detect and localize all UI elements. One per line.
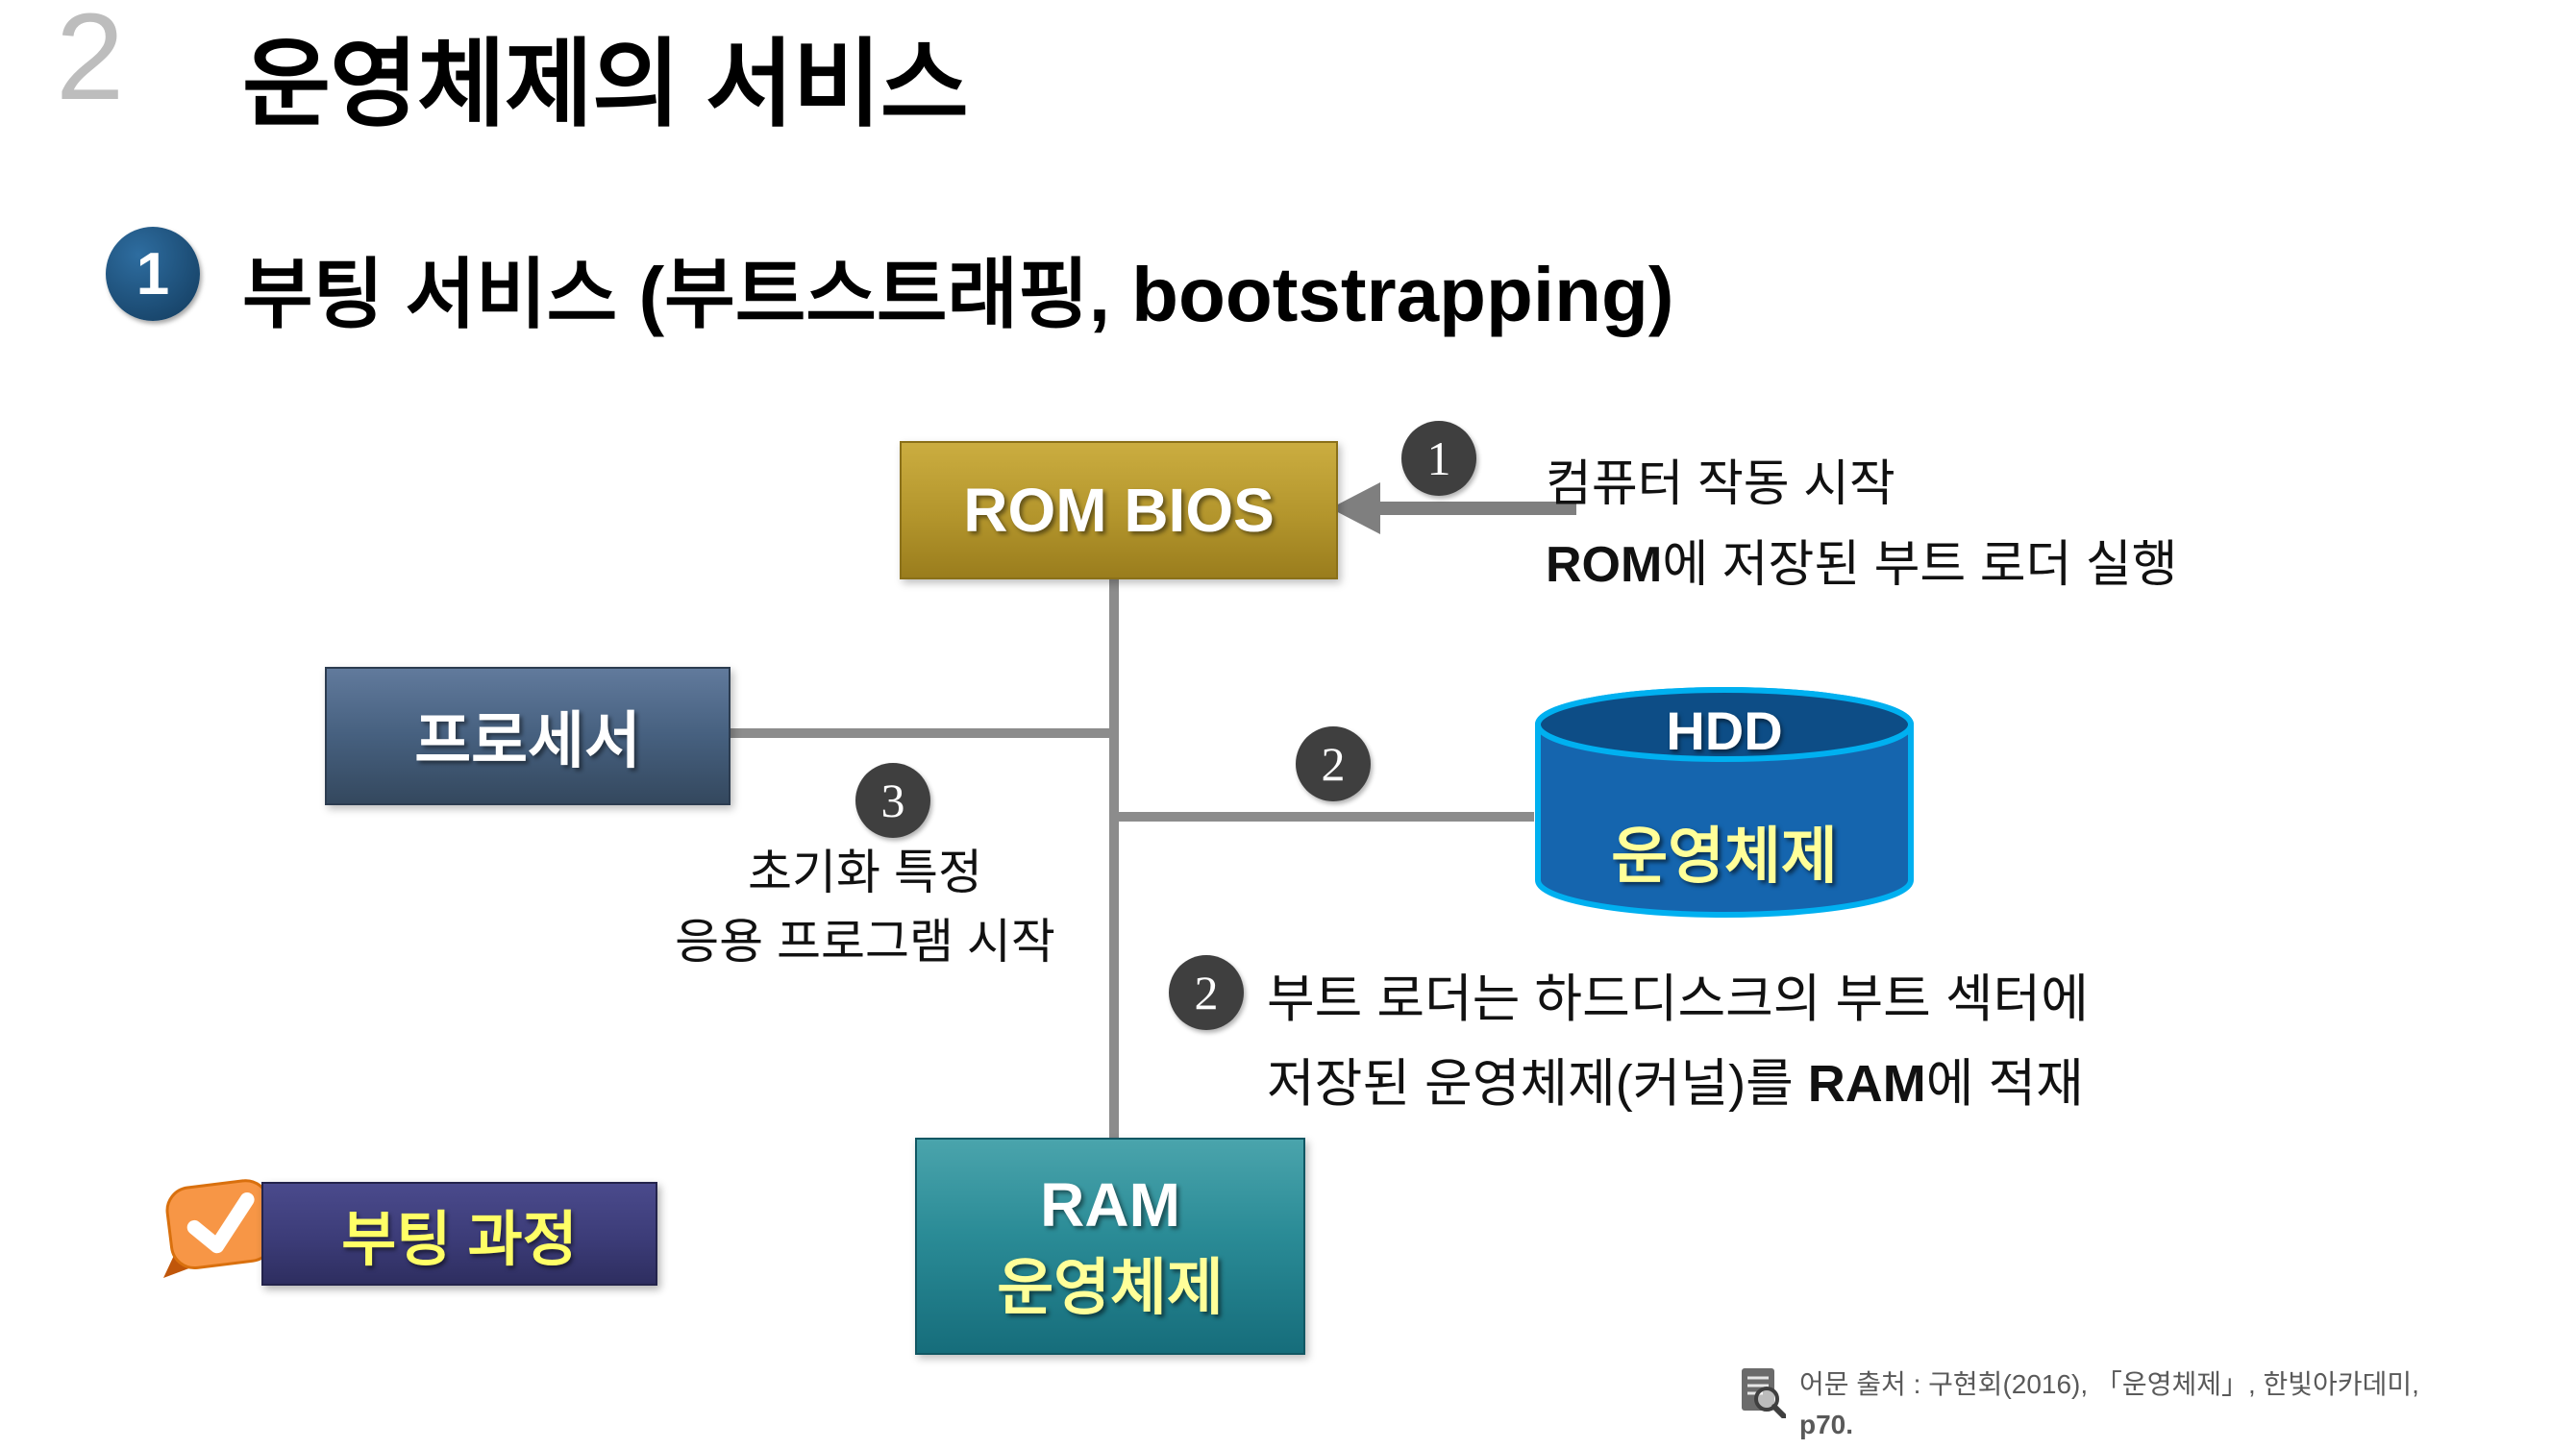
hdd-label: HDD [1666, 700, 1783, 761]
processor-node: 프로세서 [325, 667, 731, 805]
ram-node: RAM 운영체제 [915, 1138, 1305, 1355]
arrow-shaft [1376, 502, 1576, 515]
section-heading: 부팅 서비스 (부트스트래핑, bootstrapping) [242, 252, 1674, 337]
ram-label: RAM [1040, 1169, 1180, 1240]
step1-annotation: 컴퓨터 작동 시작 ROM에 저장된 부트 로더 실행 [1546, 444, 2178, 605]
step1-line2-bold: ROM [1546, 537, 1663, 593]
step1-marker-number: 1 [1426, 431, 1451, 485]
hdd-sublabel: 운영체제 [1611, 822, 1838, 891]
step1-line2: ROM에 저장된 부트 로더 실행 [1546, 525, 2178, 605]
booting-process-callout: 부팅 과정 [261, 1182, 657, 1286]
heading-bullet-badge: 1 [106, 227, 200, 321]
step3-annotation: 초기화 특정 응용 프로그램 시작 [615, 838, 1115, 976]
booting-process-label: 부팅 과정 [341, 1207, 578, 1273]
step3-marker: 3 [855, 763, 930, 838]
source-citation: 어문 출처 : 구현회(2016), 「운영체제」, 한빛아카데미, p70. [1799, 1364, 2419, 1445]
step2-line-marker: 2 [1296, 726, 1371, 801]
step1-line1: 컴퓨터 작동 시작 [1546, 456, 1895, 512]
rom-bios-label: ROM BIOS [963, 476, 1275, 545]
step3-line2: 응용 프로그램 시작 [675, 915, 1055, 969]
step2-line2-bold: RAM [1807, 1055, 1926, 1113]
rom-bios-node: ROM BIOS [900, 441, 1338, 579]
step2-text-marker: 2 [1169, 955, 1244, 1030]
source-citation-line1: 어문 출처 : 구현회(2016), 「운영체제」, 한빛아카데미, [1799, 1369, 2419, 1399]
step2-text-marker-number: 2 [1194, 966, 1219, 1019]
hdd-cylinder-icon [1535, 687, 1914, 918]
source-reference-icon [1736, 1364, 1787, 1419]
step1-line2-rest: 에 저장된 부트 로더 실행 [1662, 537, 2178, 593]
heading-bullet-number: 1 [136, 240, 170, 307]
step1-marker: 1 [1401, 421, 1476, 496]
processor-label: 프로세서 [414, 706, 641, 775]
step2-line-marker-number: 2 [1321, 737, 1346, 791]
step2-line2-pre: 저장된 운영체제(커널)를 [1267, 1055, 1808, 1113]
connector-vertical-line [1109, 575, 1119, 1140]
step3-line1: 초기화 특정 [748, 846, 982, 899]
step2-line2: 저장된 운영체제(커널)를 RAM에 적재 [1267, 1042, 2089, 1126]
connector-hdd-line [1115, 812, 1534, 822]
step2-line1: 부트 로더는 하드디스크의 부트 섹터에 [1267, 970, 2089, 1028]
slide-number: 2 [56, 0, 125, 126]
step3-marker-number: 3 [880, 774, 905, 827]
step2-annotation: 부트 로더는 하드디스크의 부트 섹터에 저장된 운영체제(커널)를 RAM에 … [1267, 957, 2089, 1126]
hdd-node: HDD 운영체제 [1532, 684, 1917, 922]
step2-line2-post: 에 적재 [1925, 1055, 2084, 1113]
slide-title: 운영체제의 서비스 [242, 31, 969, 138]
arrow-head-icon [1330, 482, 1380, 534]
source-citation-page: p70. [1799, 1410, 1854, 1439]
ram-sublabel: 운영체제 [997, 1253, 1224, 1322]
connector-processor-line [725, 728, 1113, 738]
